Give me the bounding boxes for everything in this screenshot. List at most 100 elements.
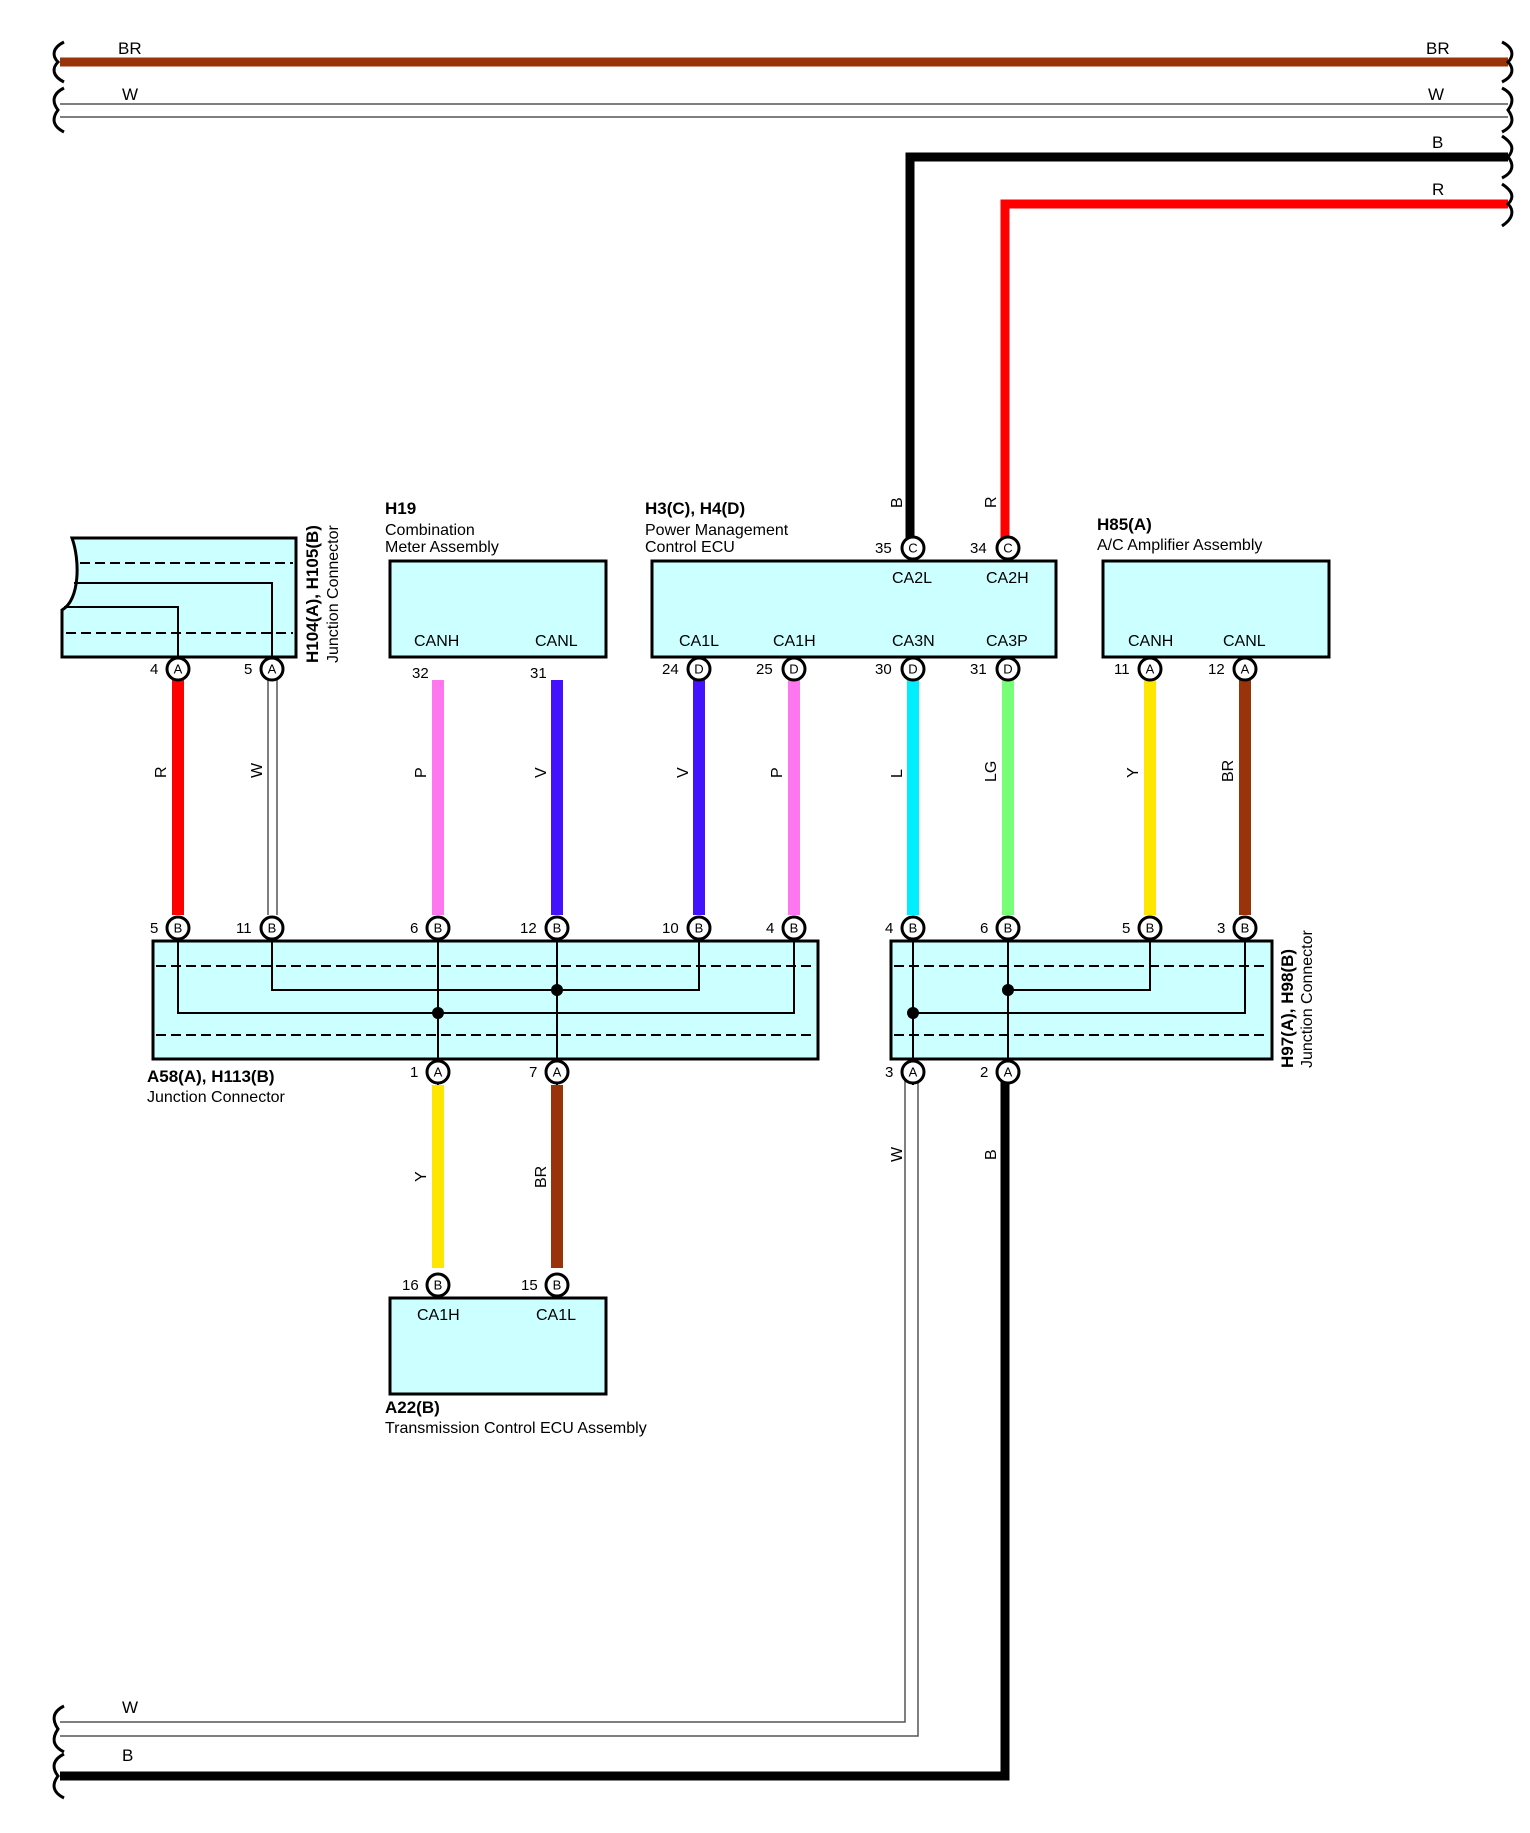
svg-text:B: B — [695, 921, 704, 936]
pin-h3-25: 25 — [756, 661, 773, 678]
h3-pin-ca1l: CA1L — [679, 633, 719, 650]
svg-text:B: B — [909, 921, 918, 936]
wire-label-h19-31: V — [533, 767, 550, 778]
svg-text:A: A — [909, 1065, 918, 1080]
h104-desc: Junction Connector — [325, 524, 342, 663]
svg-text:C: C — [908, 541, 917, 556]
wire-label-w-top-right: W — [1428, 85, 1444, 104]
svg-text:B: B — [434, 921, 443, 936]
bus-wire-w-bottom — [60, 1078, 919, 1737]
bus-wire-b-top — [905, 152, 1508, 548]
svg-text:B: B — [1004, 921, 1013, 936]
pin-a58-1: 1 — [410, 1064, 418, 1081]
wire-label-h3-24: V — [675, 767, 692, 778]
component-h104-junction: H104(A), H105(B) Junction Connector — [60, 524, 342, 663]
pin-a58-10: 10 — [662, 920, 679, 937]
svg-text:C: C — [1003, 541, 1012, 556]
break-marks-top — [52, 40, 1514, 228]
terminal-h97-b3: B — [1232, 915, 1258, 941]
wire-label-h3-34: R — [983, 496, 1000, 508]
wire-color-labels: R W P V V P L LG Y BR B R Y BR W B — [153, 496, 1237, 1188]
terminal-h3-24: D — [686, 656, 712, 682]
component-h3-power-ecu: H3(C), H4(D) Power Management Control EC… — [645, 499, 1058, 659]
pin-h85-12: 12 — [1208, 661, 1225, 678]
pin-h85-11: 11 — [1114, 661, 1130, 678]
pin-h97-5: 5 — [1122, 920, 1130, 937]
wire-label-h85-11: Y — [1125, 767, 1142, 778]
h3-pin-ca3p: CA3P — [986, 633, 1028, 650]
component-a58-junction: A58(A), H113(B) Junction Connector — [147, 939, 820, 1106]
wire-label-br-top-right: BR — [1426, 39, 1450, 58]
a22-pin-ca1l: CA1L — [536, 1307, 576, 1324]
wire-label-br-top-left: BR — [118, 39, 142, 58]
pin-h3-24: 24 — [662, 661, 679, 678]
terminal-h97-b4: B — [900, 915, 926, 941]
a22-pin-ca1h: CA1H — [417, 1307, 460, 1324]
pin-h3-30: 30 — [875, 661, 892, 678]
pin-a58-12: 12 — [520, 920, 537, 937]
pin-a58-11: 11 — [236, 920, 252, 937]
pin-h3-31: 31 — [970, 661, 987, 678]
pin-a58-4: 4 — [766, 920, 774, 937]
a22-title: A22(B) — [385, 1398, 440, 1417]
svg-text:D: D — [1003, 662, 1012, 677]
h19-desc-2: Meter Assembly — [385, 539, 499, 556]
terminal-a58-b10: B — [686, 915, 712, 941]
h19-pin-canl: CANL — [535, 633, 578, 650]
svg-text:A: A — [1241, 662, 1250, 677]
svg-text:B: B — [268, 921, 277, 936]
h3-desc-2: Control ECU — [645, 539, 735, 556]
pin-a58-7: 7 — [529, 1064, 537, 1081]
pin-h19-31: 31 — [530, 665, 547, 682]
terminal-h3-31: D — [995, 656, 1021, 682]
terminal-h3-30: D — [900, 656, 926, 682]
svg-text:D: D — [694, 662, 703, 677]
svg-text:B: B — [553, 921, 562, 936]
h97-desc: Junction Connector — [1299, 929, 1316, 1068]
terminal-a58-b5: B — [165, 915, 191, 941]
h3-pin-ca1h: CA1H — [773, 633, 816, 650]
a58-title: A58(A), H113(B) — [147, 1067, 275, 1086]
terminal-h97-a3: A — [900, 1059, 926, 1085]
wire-label-h3-35: B — [889, 497, 906, 508]
pin-h104-5: 5 — [244, 661, 252, 678]
svg-text:B: B — [553, 1278, 562, 1293]
a22-desc: Transmission Control ECU Assembly — [385, 1420, 647, 1437]
h104-title: H104(A), H105(B) — [303, 525, 322, 663]
wire-label-h3-30: L — [889, 769, 906, 778]
h3-pin-ca2l: CA2L — [892, 570, 932, 587]
svg-text:B: B — [174, 921, 183, 936]
pin-h97-6: 6 — [980, 920, 988, 937]
wire-label-b-bottom: B — [122, 1746, 133, 1765]
svg-text:D: D — [789, 662, 798, 677]
component-h97-junction: H97(A), H98(B) Junction Connector — [889, 929, 1316, 1085]
wire-label-h3-31: LG — [983, 761, 1000, 782]
wire-label-h104-5: W — [249, 762, 266, 778]
h3-desc-1: Power Management — [645, 522, 789, 539]
terminal-h97-b6: B — [995, 915, 1021, 941]
h3-pin-ca3n: CA3N — [892, 633, 935, 650]
wire-label-h97-2: B — [983, 1149, 1000, 1160]
terminal-h85-12: A — [1232, 656, 1258, 682]
pin-h97-2: 2 — [980, 1064, 988, 1081]
terminal-a58-b12: B — [544, 915, 570, 941]
terminal-h97-b5: B — [1137, 915, 1163, 941]
pin-a22-16: 16 — [402, 1277, 419, 1294]
svg-text:A: A — [434, 1065, 443, 1080]
h3-pin-ca2h: CA2H — [986, 570, 1029, 587]
terminal-a58-b11: B — [259, 915, 285, 941]
wire-label-h3-25: P — [769, 767, 786, 778]
h85-pin-canh: CANH — [1128, 633, 1173, 650]
wire-label-h19-32: P — [413, 767, 430, 778]
wire-label-w-bottom: W — [122, 1698, 138, 1717]
h19-title: H19 — [385, 499, 416, 518]
svg-text:B: B — [1241, 921, 1250, 936]
svg-text:A: A — [268, 662, 277, 677]
terminal-h97-a2: A — [995, 1059, 1021, 1085]
pin-h97-3-top: 3 — [1217, 920, 1225, 937]
wire-label-r-top: R — [1432, 180, 1444, 199]
pin-h97-4: 4 — [885, 920, 893, 937]
terminal-h3-34: C — [995, 535, 1021, 561]
terminal-a22-16: B — [425, 1272, 451, 1298]
